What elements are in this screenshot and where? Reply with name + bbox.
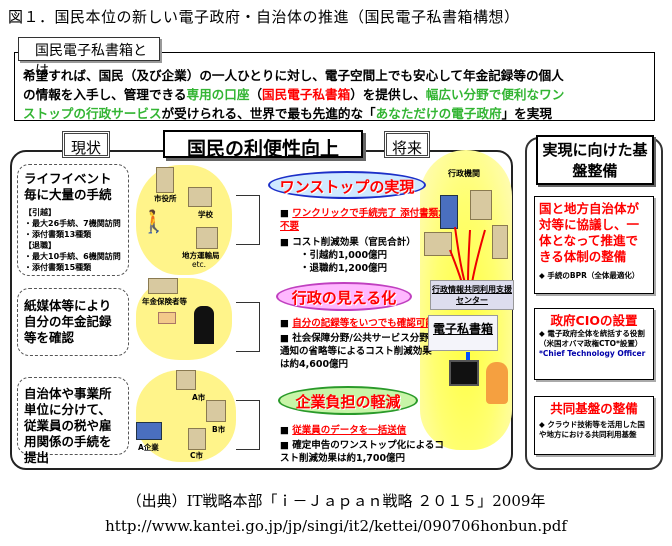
label: etc. bbox=[192, 260, 207, 269]
text: ワンクリックで手続完了 添付書類が不要 bbox=[280, 208, 448, 232]
item: ・添付書類15種類 bbox=[24, 263, 92, 272]
school-icon bbox=[188, 187, 212, 207]
sub-heading: 【退職】 bbox=[24, 241, 56, 250]
text: 幅広い分野で便利なワン bbox=[425, 87, 565, 102]
label: 年金保険者等 bbox=[142, 297, 187, 306]
intro-box: 希望すれば、国民（及び企業）の一人ひとりに対し、電子空間上でも安心して年金記録等… bbox=[14, 52, 655, 121]
label: 学校 bbox=[198, 210, 213, 219]
bullet: ■ コスト削減効果（官民合計） bbox=[280, 237, 416, 248]
transport-office-icon bbox=[196, 227, 218, 249]
intro-line-1: 希望すれば、国民（及び企業）の一人ひとりに対し、電子空間上でも安心して年金記録等… bbox=[23, 68, 564, 83]
cloud-life-events: 市役所 学校 地方運輸局 etc. 🚶 bbox=[136, 165, 232, 275]
cloud-company: A市 B市 C市 A企業 bbox=[136, 370, 236, 462]
city-c-icon bbox=[188, 428, 206, 450]
text: あなただけの電子政府 bbox=[375, 106, 502, 121]
item: ・最大26手続、7機関訪問 bbox=[24, 219, 121, 228]
tv-icon bbox=[449, 360, 479, 386]
heading: 共同基盤の整備 bbox=[550, 401, 638, 416]
agency-building-icon bbox=[492, 225, 508, 259]
current-tab: 現状 bbox=[62, 131, 110, 158]
figure-title: 図１．国民本位の新しい電子政府・自治体の推進（国民電子私書箱構想） bbox=[8, 8, 520, 26]
agency-building-icon bbox=[440, 195, 458, 229]
benefit-title-company: 企業負担の軽減 bbox=[278, 386, 418, 415]
item: ◆ 電子政府全体を統括する役割 bbox=[539, 329, 645, 338]
source-url[interactable]: http://www.kantei.go.jp/jp/singi/it2/ket… bbox=[105, 517, 567, 535]
text: 従業員のデータを一括送信 bbox=[292, 425, 407, 436]
sub-heading: 【引越】 bbox=[24, 208, 56, 217]
bullet: ■ 自分の記録等をいつでも確認可能 bbox=[280, 318, 435, 329]
city-b-icon bbox=[206, 400, 226, 422]
bullet: ■ 従業員のデータを一括送信 bbox=[280, 425, 407, 436]
benefit-visibility-list: ■ 自分の記録等をいつでも確認可能 ■ 社会保障分野/公共サービス分野の通知の省… bbox=[280, 317, 440, 371]
text: 専用の口座 bbox=[186, 87, 250, 102]
future-tab: 将来 bbox=[384, 131, 430, 158]
walking-person-icon: 🚶 bbox=[140, 210, 168, 235]
foundation-title: 実現に向けた基盤整備 bbox=[536, 135, 654, 185]
mother-child-icon bbox=[486, 362, 508, 404]
person-icon bbox=[194, 306, 214, 344]
office-icon bbox=[148, 278, 178, 294]
text: 」を実現 bbox=[501, 106, 552, 121]
support-center: 行政情報共同利用支援センター bbox=[430, 280, 514, 310]
intro-line-2: の情報を入手し、管理できる専用の口座（国民電子私書箱）を提供し、幅広い分野で便利… bbox=[23, 85, 648, 104]
note: *Chief Technology Officer bbox=[539, 349, 646, 358]
benefit-onestop-list: ■ ワンクリックで手続完了 添付書類が不要 ■ コスト削減効果（官民合計） ・引… bbox=[280, 207, 450, 275]
text: の情報を入手し、管理できる bbox=[23, 87, 187, 102]
benefit-title-onestop: ワンストップの実現 bbox=[268, 171, 426, 199]
text: 国民電子私書箱 bbox=[262, 87, 351, 102]
heading: 国と地方自治体が対等に協議し、一体となって推進できる体制の整備 bbox=[539, 201, 640, 264]
benefit-company-list: ■ 従業員のデータを一括送信 ■ 確定申告のワンストップ化によるコスト削減効果は… bbox=[280, 424, 450, 465]
current-box-pension: 紙媒体等により自分の年金記録等を確認 bbox=[17, 288, 129, 356]
sub-item: ・退職約1,200億円 bbox=[300, 263, 388, 274]
agency-building-icon bbox=[424, 232, 452, 256]
bullet: ■ 確定申告のワンストップ化によるコスト削減効果は約1,700億円 bbox=[280, 440, 444, 464]
item: ◆ クラウド技術等を活用した国や地方における共同利用基盤 bbox=[539, 420, 645, 439]
agencies-label: 行政機関 bbox=[448, 169, 480, 178]
sub-item: ・引越約1,000億円 bbox=[300, 250, 388, 261]
foundation-box-cio: 政府CIOの設置 ◆ 電子政府全体を統括する役割 （米国オバマ政権CTO*設置）… bbox=[534, 308, 654, 380]
item: ・最大10手続、6機関訪問 bbox=[24, 252, 121, 261]
heading: 政府CIOの設置 bbox=[550, 313, 638, 328]
bracket-arrow bbox=[236, 302, 260, 352]
text: ）を提供し、 bbox=[350, 87, 426, 102]
bullet: ■ ワンクリックで手続完了 添付書類が不要 bbox=[280, 208, 448, 232]
source-line: （出典）IT戦略本部「ｉ－Ｊａｐａｎ戦略 ２０１５」2009年 bbox=[126, 492, 546, 510]
text: ストップの行政サービス bbox=[23, 106, 162, 121]
center-title: 国民の利便性向上 bbox=[163, 130, 363, 160]
text: コスト削減効果（官民合計） bbox=[292, 237, 416, 248]
label: 市役所 bbox=[154, 194, 177, 203]
label: A市 bbox=[192, 393, 206, 402]
intro-tab: 国民電子私書箱とは bbox=[18, 37, 160, 79]
text: （ bbox=[249, 87, 263, 102]
city-a-icon bbox=[176, 370, 196, 390]
bullet: ■ 社会保障分野/公共サービス分野の通知の省略等によるコスト削減効果は約4,60… bbox=[280, 333, 439, 370]
intro-line-3: ストップの行政サービスが受けられる、世界で最も先進的な「あなただけの電子政府」を… bbox=[23, 104, 648, 123]
benefit-title-visibility: 行政の見える化 bbox=[276, 282, 412, 311]
foundation-box-governance: 国と地方自治体が対等に協議し、一体となって推進できる体制の整備 ◆ 手続のBPR… bbox=[534, 196, 654, 294]
company-icon bbox=[136, 422, 162, 440]
heading: ライフイベント毎に大量の手続 bbox=[24, 171, 112, 202]
red-arrows bbox=[449, 226, 486, 284]
agency-building-icon bbox=[470, 190, 492, 220]
cloud-pension: 年金保険者等 bbox=[136, 278, 232, 360]
bracket-arrow bbox=[236, 195, 260, 245]
e-mailbox: 電子私書箱 bbox=[428, 315, 498, 351]
bracket-arrow bbox=[236, 400, 260, 450]
item: ・添付書類13種類 bbox=[24, 230, 92, 239]
label: A企業 bbox=[138, 443, 159, 452]
text: 確定申告のワンストップ化によるコスト削減効果は約1,700億円 bbox=[280, 440, 444, 464]
item: ◆ 手続のBPR（全体最適化） bbox=[539, 271, 640, 280]
envelope-icon bbox=[158, 312, 176, 324]
label: C市 bbox=[190, 451, 204, 460]
label: B市 bbox=[212, 425, 226, 434]
label: 地方運輸局 bbox=[182, 251, 220, 260]
city-hall-icon bbox=[156, 167, 174, 193]
text: 社会保障分野/公共サービス分野の通知の省略等によるコスト削減効果は約4,600億… bbox=[280, 333, 439, 370]
text: 自分の記録等をいつでも確認可能 bbox=[292, 318, 435, 329]
text: が受けられる、世界で最も先進的な「 bbox=[161, 106, 376, 121]
foundation-box-platform: 共同基盤の整備 ◆ クラウド技術等を活用した国や地方における共同利用基盤 bbox=[534, 396, 654, 455]
current-box-life-events: ライフイベント毎に大量の手続 【引越】 ・最大26手続、7機関訪問 ・添付書類1… bbox=[17, 164, 129, 276]
item: （米国オバマ政権CTO*設置） bbox=[539, 339, 643, 348]
current-box-company: 自治体や事業所単位に分けて、従業員の税や雇用関係の手続を提出 bbox=[17, 377, 129, 465]
